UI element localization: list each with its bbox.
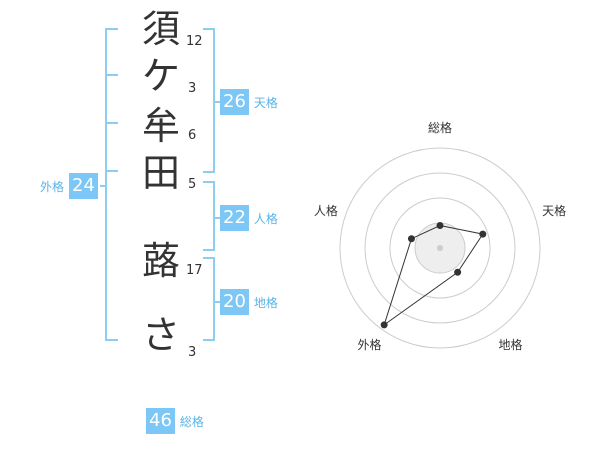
name-char-2: ケ: [141, 54, 180, 98]
stroke-count-4: 5: [188, 177, 197, 192]
radar-axis-label-3: 地格: [499, 337, 523, 352]
jinkaku-value: 22: [220, 205, 249, 231]
radar-point-4: [380, 321, 388, 329]
gaikaku-value: 24: [69, 173, 98, 199]
jinkaku-label: 人格: [253, 211, 278, 226]
gaikaku-bracket: [105, 28, 118, 341]
radar-point-2: [479, 230, 487, 238]
tenkaku-score: 26 天格: [220, 89, 278, 115]
stroke-count-5: 17: [186, 263, 203, 278]
name-char-6: さ: [141, 313, 180, 357]
radar-axis-label-5: 人格: [314, 203, 338, 218]
radar-axis-label-4: 外格: [357, 337, 381, 352]
jinkaku-score: 22 人格: [220, 205, 278, 231]
radar-axis-label-1: 総格: [428, 120, 452, 135]
stroke-count-1: 12: [186, 34, 203, 49]
stroke-count-3: 6: [188, 128, 197, 143]
radar-axis-label-2: 天格: [542, 203, 566, 218]
radar-ring-3: [364, 172, 516, 324]
name-char-3: 牟: [141, 104, 180, 148]
tenkaku-bracket: [203, 28, 215, 173]
gaikaku-score: 24 外格: [40, 173, 98, 199]
radar-center: [437, 245, 443, 251]
radar-series-line: [383, 224, 484, 327]
radar-point-1: [436, 222, 444, 229]
chikaku-label: 地格: [253, 295, 278, 310]
chikaku-bracket: [203, 257, 215, 341]
jinkaku-bracket: [203, 181, 215, 251]
soukaku-label: 総格: [179, 414, 204, 429]
soukaku-score: 46 総格: [146, 408, 204, 434]
gaikaku-label: 外格: [40, 179, 65, 194]
stroke-count-2: 3: [188, 81, 197, 96]
name-char-5: 蕗: [141, 239, 180, 283]
name-char-1: 須: [141, 7, 180, 51]
soukaku-value: 46: [146, 408, 175, 434]
tenkaku-label: 天格: [253, 95, 278, 110]
radar-point-5: [407, 235, 415, 243]
chikaku-value: 20: [220, 289, 249, 315]
radar-point-3: [454, 268, 462, 276]
stroke-count-6: 3: [188, 345, 197, 360]
radar-ring-4: [339, 147, 541, 349]
tenkaku-value: 26: [220, 89, 249, 115]
name-char-4: 田: [141, 151, 180, 195]
chikaku-score: 20 地格: [220, 289, 278, 315]
radar-ring-2: [389, 197, 491, 299]
